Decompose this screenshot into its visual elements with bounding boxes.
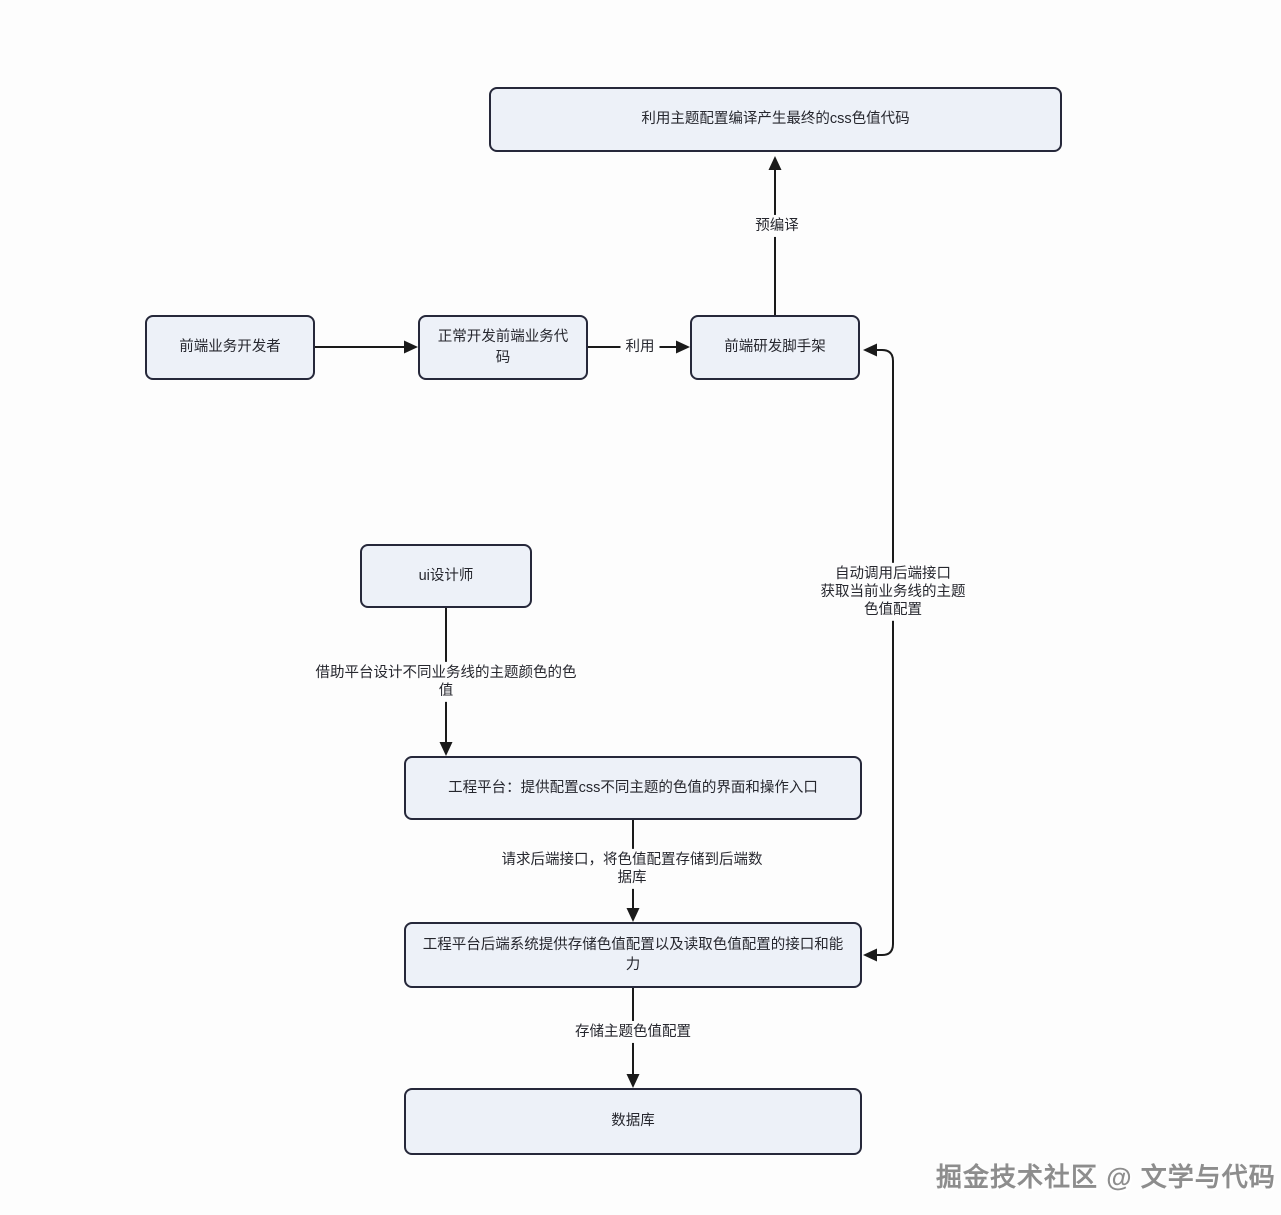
- node-develop-business-code-label: 正常开发前端业务代码: [437, 329, 569, 366]
- node-frontend-developer: 前端业务开发者: [145, 315, 315, 380]
- edge-label-auto-call-backend: 自动调用后端接口 获取当前业务线的主题 色值配置: [803, 562, 983, 622]
- edge-label-use: 利用: [620, 335, 660, 359]
- node-engineering-platform-label: 工程平台：提供配置css不同主题的色值的界面和操作入口: [448, 779, 818, 796]
- edge-label-request-store: 请求后端接口，将色值配置存储到后端数 据库: [489, 848, 775, 890]
- node-compile-output: 利用主题配置编译产生最终的css色值代码: [489, 87, 1062, 152]
- node-platform-backend: 工程平台后端系统提供存储色值配置以及读取色值配置的接口和能力: [404, 922, 862, 988]
- watermark-text: 掘金技术社区 @ 文学与代码: [936, 1162, 1276, 1192]
- arrowhead-into-database: [626, 1074, 640, 1088]
- edge-label-precompile: 预编译: [750, 214, 804, 238]
- edge-label-design-theme-colors: 借助平台设计不同业务线的主题颜色的色 值: [309, 661, 583, 703]
- node-frontend-developer-label: 前端业务开发者: [179, 339, 281, 356]
- arrowhead-into-platform: [439, 742, 453, 756]
- node-engineering-platform: 工程平台：提供配置css不同主题的色值的界面和操作入口: [404, 756, 862, 820]
- node-compile-output-label: 利用主题配置编译产生最终的css色值代码: [641, 111, 910, 128]
- node-database-label: 数据库: [611, 1113, 655, 1130]
- node-platform-backend-label: 工程平台后端系统提供存储色值配置以及读取色值配置的接口和能力: [422, 936, 844, 973]
- arrowhead-into-scaffold-right: [863, 343, 877, 357]
- node-database: 数据库: [404, 1088, 862, 1155]
- arrowhead-into-backend-right: [863, 948, 877, 962]
- arrowhead-into-backend-top: [626, 908, 640, 922]
- node-frontend-scaffold: 前端研发脚手架: [690, 315, 860, 380]
- node-ui-designer-label: ui设计师: [418, 567, 474, 584]
- edge-scaffold-backend-bracket: [874, 349, 894, 956]
- arrowhead-into-scaffold: [676, 340, 690, 354]
- arrowhead-into-devcode: [404, 340, 418, 354]
- node-ui-designer: ui设计师: [360, 544, 532, 608]
- edge-label-store-theme-config: 存储主题色值配置: [570, 1020, 696, 1044]
- arrowhead-into-compile: [768, 156, 782, 170]
- node-develop-business-code: 正常开发前端业务代码: [418, 315, 588, 380]
- node-frontend-scaffold-label: 前端研发脚手架: [724, 339, 826, 356]
